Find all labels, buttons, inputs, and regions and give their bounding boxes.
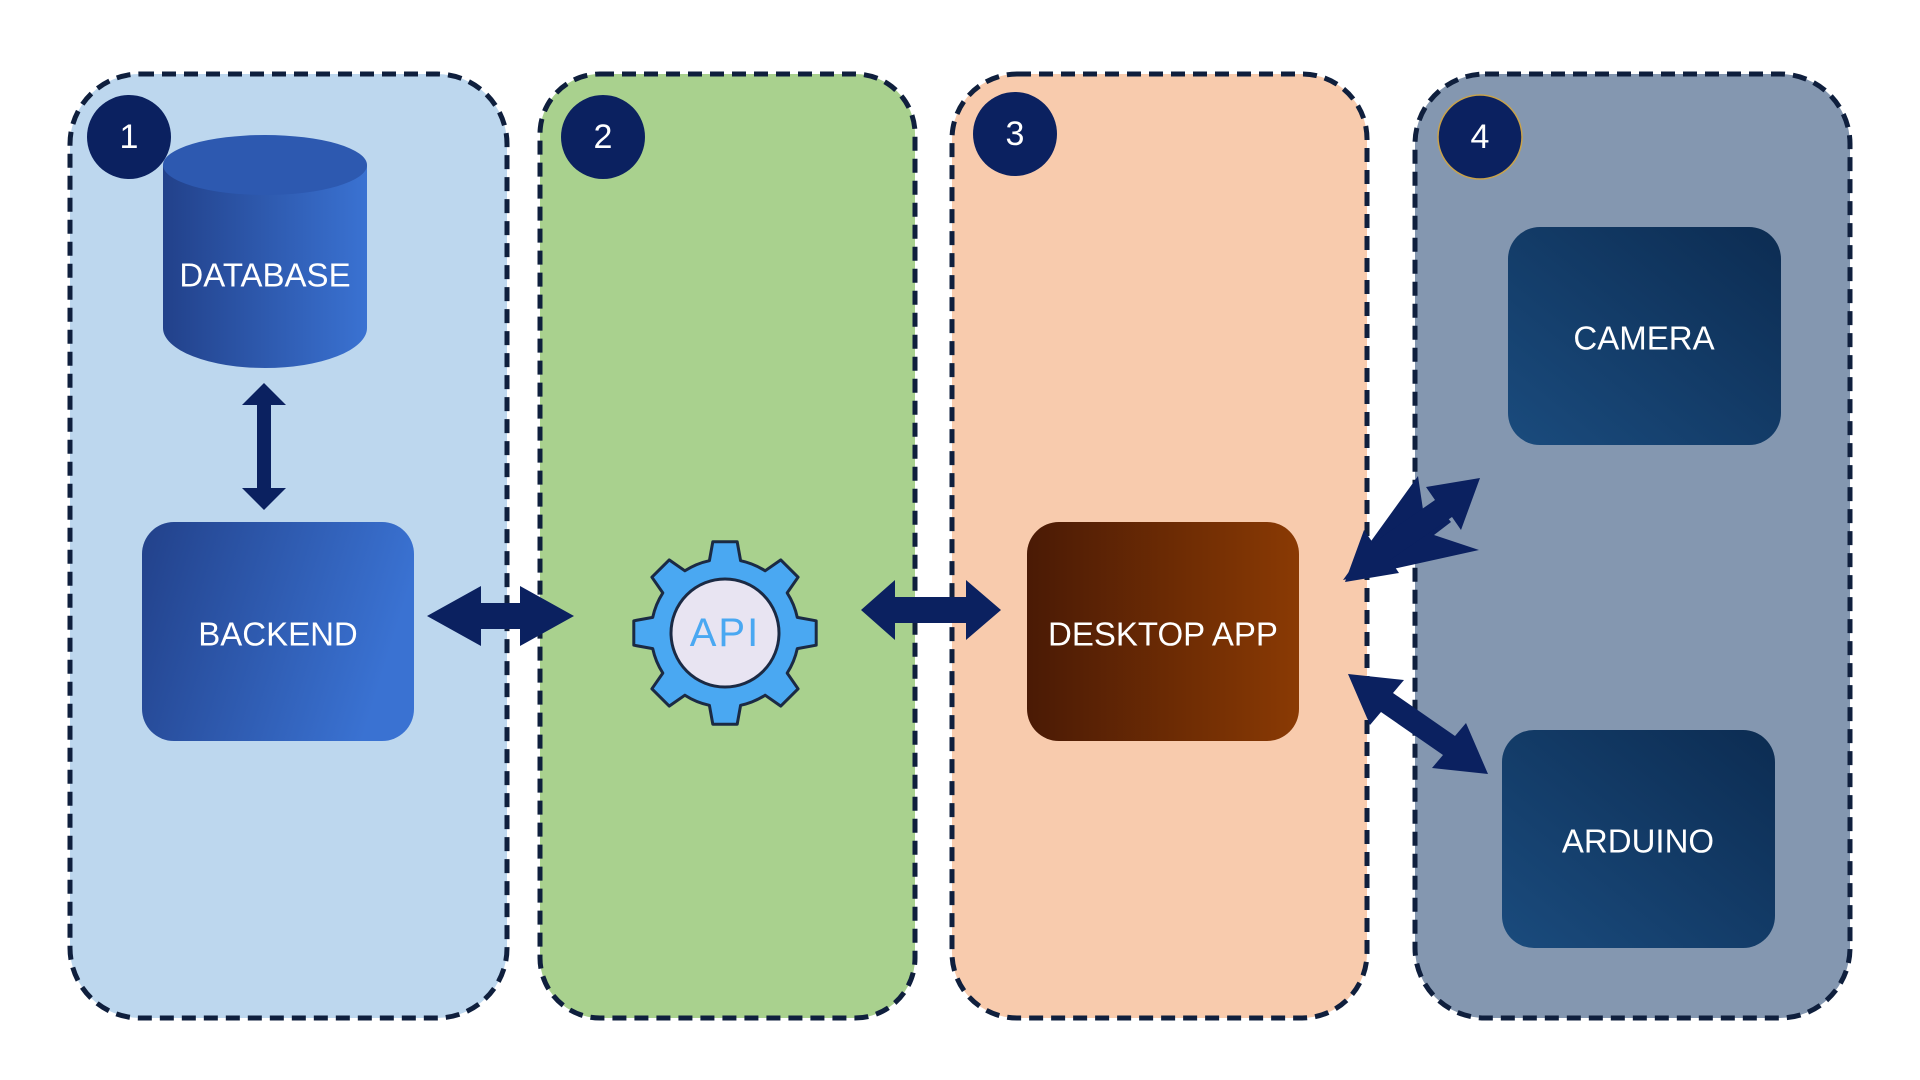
panel-number-badge-1: 1 — [87, 95, 171, 179]
panel-number-3: 3 — [1006, 115, 1025, 153]
gear-icon — [632, 540, 818, 726]
desktop-app-node: DESKTOP APP — [1027, 522, 1299, 741]
arduino-node: ARDUINO — [1502, 730, 1775, 948]
desktop-arduino-arrow — [1348, 674, 1488, 774]
api-desktop-arrow — [861, 580, 1001, 640]
panel-number-4: 4 — [1471, 118, 1490, 156]
backend-api-arrow — [427, 586, 574, 646]
panel-number-1: 1 — [120, 118, 139, 156]
backend-node: BACKEND — [142, 522, 414, 741]
panel-number-badge-3: 3 — [973, 92, 1057, 176]
backend-label: BACKEND — [198, 616, 358, 653]
database-backend-arrow — [242, 383, 286, 510]
camera-node: CAMERA — [1508, 227, 1781, 445]
api-label: API — [690, 611, 760, 655]
desktop-camera-arrow-shape — [1345, 478, 1480, 582]
camera-label: CAMERA — [1573, 320, 1714, 357]
api-node: API — [632, 540, 818, 726]
arduino-label: ARDUINO — [1562, 823, 1714, 860]
panel-number-badge-4: 4 — [1437, 94, 1523, 180]
database-label: DATABASE — [179, 257, 350, 294]
desktop-app-label: DESKTOP APP — [1048, 616, 1278, 653]
panel-number-badge-2: 2 — [561, 95, 645, 179]
database-node: DATABASE — [163, 135, 367, 368]
panel-number-2: 2 — [594, 118, 613, 156]
